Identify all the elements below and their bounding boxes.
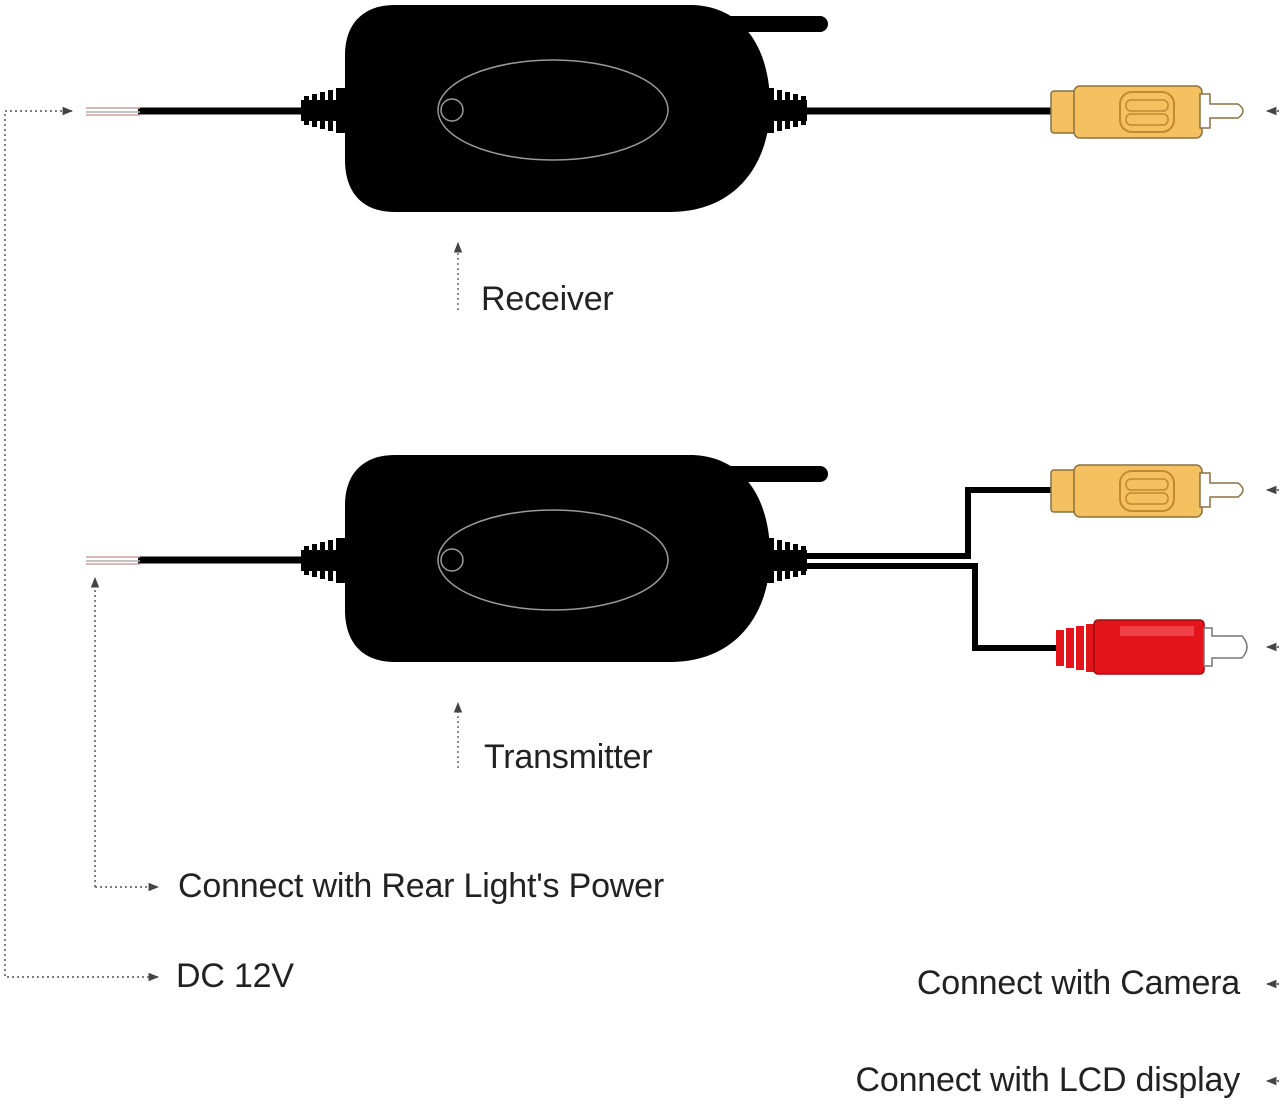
rear-light-power-label: Connect with Rear Light's Power: [178, 867, 664, 905]
transmitter-body: [345, 455, 770, 662]
receiver-bare-wire-tip: [86, 107, 140, 116]
left-leader-lines: [4, 106, 160, 982]
transmitter-window: [437, 509, 669, 611]
transmitter-split-cable: [805, 487, 1058, 651]
receiver-right-strain-relief: [765, 88, 807, 133]
dc12v-leader: [4, 106, 160, 982]
transmitter-bare-wire-tip: [86, 556, 140, 565]
receiver-label: Receiver: [481, 280, 614, 318]
receiver-led-icon: [440, 98, 464, 122]
receiver-unit: [86, 5, 1279, 310]
connect-camera-label: Connect with Camera: [916, 964, 1240, 1002]
transmitter-label: Transmitter: [484, 738, 653, 776]
transmitter-unit: [86, 455, 1279, 768]
dc-12v-label: DC 12V: [176, 957, 294, 995]
transmitter-led-icon: [440, 548, 464, 572]
transmitter-yellow-rca-plug: [1050, 464, 1244, 518]
receiver-window: [437, 59, 669, 161]
transmitter-red-plug: [1056, 619, 1248, 675]
transmitter-right-strain-relief: [765, 538, 807, 583]
receiver-body: [345, 5, 770, 212]
connect-lcd-label: Connect with LCD display: [855, 1061, 1241, 1099]
receiver-left-strain-relief: [301, 88, 345, 133]
transmitter-left-strain-relief: [301, 538, 345, 583]
receiver-yellow-rca-plug: [1050, 85, 1244, 139]
